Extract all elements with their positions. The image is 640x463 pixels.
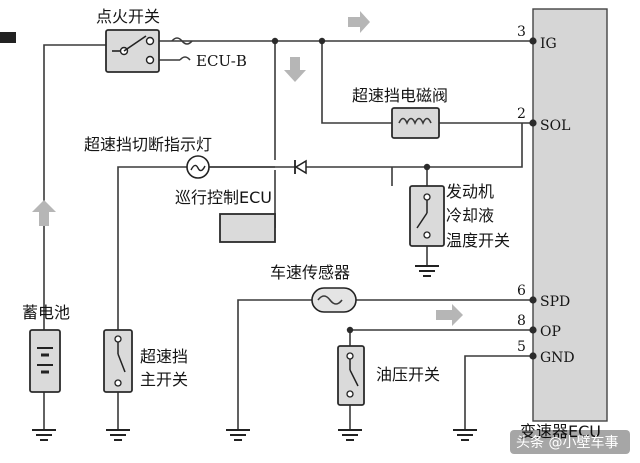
coolant-switch-label-2: 冷却液 [446,206,494,225]
cruise-control-ecu-label: 巡行控制ECU [175,188,272,207]
watermark: 头条 @小壁车事 [516,434,618,451]
pin-op-name: OP [540,324,561,340]
pin-sol-number: 2 [517,106,526,122]
pin-gnd-name: GND [540,350,575,366]
oil-pressure-switch-label: 油压开关 [376,365,440,384]
arrow-down-icon [284,57,306,82]
ground-icon [226,429,250,441]
coolant-switch-label-3: 温度开关 [446,231,510,250]
watermark-bg [510,430,630,454]
arrow-right-icon [348,11,370,33]
ignition-switch [105,29,160,73]
battery-symbol [29,329,61,393]
junctions [271,37,537,360]
arrow-up-icon [32,200,56,226]
battery-label: 蓄电池 [22,303,70,322]
pin-sol-name: SOL [540,118,570,134]
vehicle-speed-sensor-label: 车速传感器 [270,263,350,282]
overdrive-main-switch [103,329,133,393]
transmission-ecu-block [532,8,608,422]
fuse-icon [171,37,193,45]
pin-op-number: 8 [517,313,526,329]
overdrive-cutoff-lamp-label: 超速挡切断指示灯 [84,135,212,154]
pin-ig-name: IG [540,36,557,52]
arrow-right-icon [436,304,463,326]
coolant-temperature-switch [409,185,445,247]
overdrive-solenoid-label: 超速挡电磁阀 [352,86,448,105]
pin-spd-number: 6 [517,283,526,299]
ground-icon [106,429,130,441]
pin-spd-name: SPD [540,294,570,310]
overdrive-main-switch-label-2: 主开关 [140,370,188,389]
edge-mark [0,32,16,43]
ground-icon [338,429,362,441]
ground-icon [453,429,477,441]
indicator-lamp-icon [186,155,210,179]
overdrive-solenoid-symbol [391,107,440,139]
ground-icon [415,265,439,277]
pin-gnd-number: 5 [517,339,526,355]
transmission-ecu-label: 变速器ECU [520,422,601,441]
ground-icon [32,429,56,441]
coolant-switch-label-1: 发动机 [446,182,494,201]
ecu-b-label: ECU-B [196,52,247,70]
overdrive-main-switch-label-1: 超速挡 [140,347,188,366]
oil-pressure-switch [337,345,365,406]
pin-ig-number: 3 [517,24,526,40]
cruise-control-ecu-box [219,213,276,243]
ignition-switch-label: 点火开关 [96,7,160,26]
diode-icon [294,159,307,175]
vehicle-speed-sensor-symbol [311,287,357,313]
